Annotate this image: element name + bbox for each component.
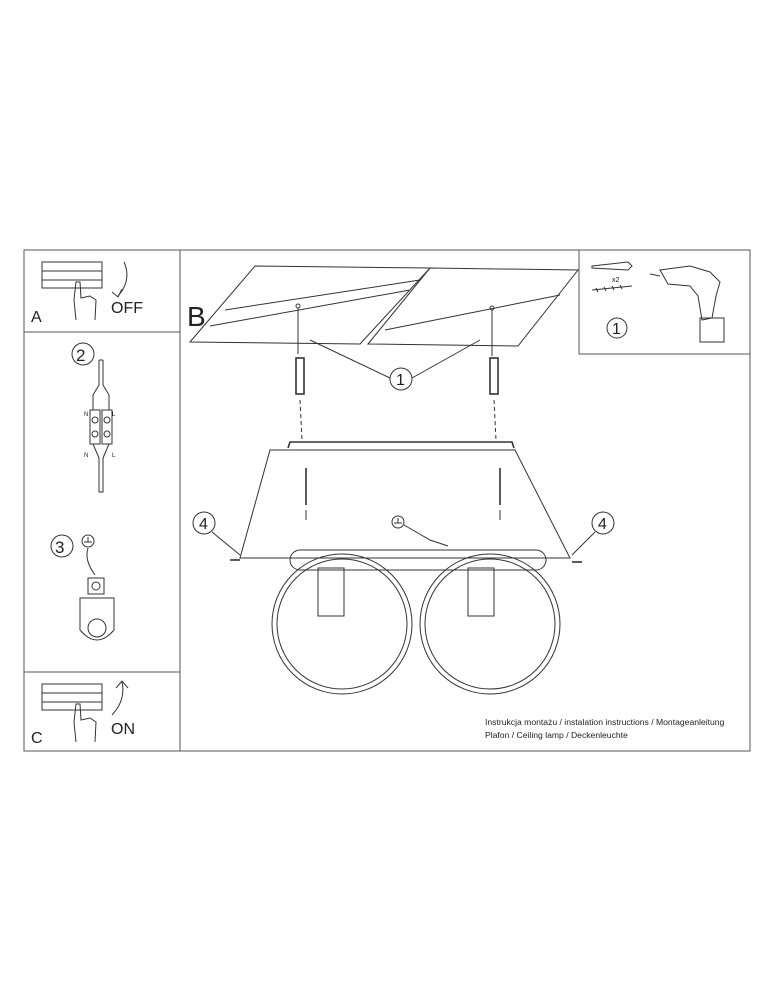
caption-line-2: Plafon / Ceiling lamp / Deckenleuchte: [485, 730, 628, 740]
panel-c-action: ON: [111, 721, 135, 738]
label-n-bottom: N: [84, 453, 88, 459]
tools-quantity: x2: [612, 277, 620, 284]
panel-a-letter: A: [31, 309, 42, 326]
step-2-number: 2: [76, 346, 85, 365]
step-3-number: 3: [55, 538, 64, 557]
ground-symbol-icon: [391, 515, 449, 547]
label-l-bottom: L: [112, 453, 116, 459]
screw-icon: [591, 284, 633, 293]
tools-panel: x2 1: [578, 249, 751, 355]
panel-a: A OFF: [23, 249, 181, 333]
ground-symbol-icon: [81, 534, 95, 548]
main-assembly: B 1 4: [187, 265, 615, 695]
lamp-ring-left: [271, 553, 413, 695]
label-l-top: L: [112, 412, 116, 418]
callout-4-left-number: 4: [199, 516, 208, 533]
panel-c-letter: C: [31, 730, 43, 747]
hand-icon: [73, 703, 97, 743]
mounting-bracket: [239, 441, 571, 559]
main-letter: B: [187, 301, 206, 332]
step-3-ground: 3: [50, 534, 115, 641]
breaker-panel-icon: [41, 261, 103, 289]
screws: [305, 468, 501, 520]
hand-icon: [73, 281, 97, 321]
tools-callout: 1: [612, 321, 621, 338]
outer-frame: [23, 249, 751, 752]
drill-icon: [649, 265, 725, 343]
callout-4-left: 4: [192, 511, 241, 561]
caption-line-1: Instrukcja montażu / instalation instruc…: [485, 717, 725, 727]
panel-c: C ON: [23, 671, 181, 752]
panel-a-action: OFF: [111, 300, 143, 317]
lamp-base: [289, 549, 547, 571]
ceiling-panels: [188, 265, 580, 356]
label-n-top: N: [84, 412, 88, 418]
callout-4-right-number: 4: [598, 516, 607, 533]
arrow-down-icon: [111, 261, 128, 298]
step-2-wiring: 2 N L N L: [71, 342, 116, 493]
arrow-up-icon: [111, 680, 129, 716]
callout-1-number: 1: [396, 372, 405, 389]
callout-4-right: 4: [571, 511, 615, 563]
lamp-ring-right: [419, 553, 561, 695]
callout-1: 1: [309, 339, 481, 391]
wall-plugs: [295, 357, 499, 441]
wall-plug-icon: [591, 261, 633, 271]
